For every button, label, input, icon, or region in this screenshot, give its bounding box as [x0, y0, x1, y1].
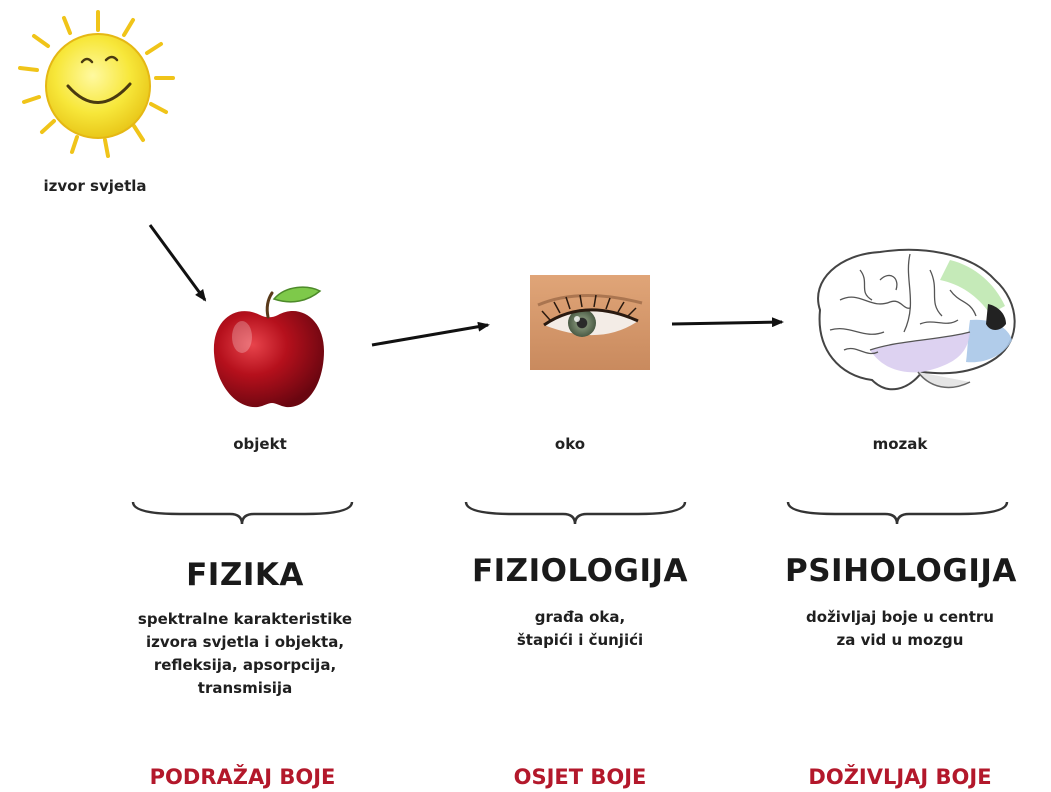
- eye-icon: [530, 275, 650, 370]
- stage-label-objekt: objekt: [233, 435, 287, 453]
- brain-icon: [800, 240, 1025, 405]
- brace-psihologija: [785, 498, 1010, 528]
- sun-icon: [10, 8, 185, 173]
- description-line: štapići i čunjići: [516, 631, 644, 649]
- description-line: spektralne karakteristike: [137, 610, 353, 628]
- heading-fiziologija: FIZIOLOGIJA: [471, 553, 689, 589]
- description-line: izvora svjetla i objekta,: [145, 633, 345, 651]
- result-dozivljaj-boje: DOŽIVLJAJ BOJE: [808, 765, 992, 789]
- brace-fiziologija: [463, 498, 688, 528]
- stage-label-oko: oko: [554, 435, 586, 453]
- result-podrazaj-boje: PODRAŽAJ BOJE: [149, 765, 336, 789]
- description-line: doživljaj boje u centru: [806, 608, 994, 626]
- stage-label-mozak: mozak: [872, 435, 928, 453]
- description-line: transmisija: [197, 679, 293, 697]
- description-fizika: spektralne karakteristike izvora svjetla…: [120, 608, 370, 700]
- source-label: izvor svjetla: [43, 177, 147, 195]
- arrow-eye-to-brain: [671, 317, 784, 328]
- result-osjet-boje: OSJET BOJE: [513, 765, 647, 789]
- heading-psihologija: PSIHOLOGIJA: [785, 553, 1017, 589]
- arrow-sun-to-apple: [148, 224, 207, 302]
- description-line: građa oka,: [534, 608, 626, 626]
- description-line: za vid u mozgu: [836, 631, 964, 649]
- description-fiziologija: građa oka, štapići i čunjići: [470, 606, 690, 652]
- arrow-apple-to-eye: [371, 321, 490, 347]
- heading-fizika: FIZIKA: [186, 557, 304, 593]
- description-line: refleksija, apsorpcija,: [153, 656, 337, 674]
- apple-icon: [208, 285, 333, 413]
- description-psihologija: doživljaj boje u centru za vid u mozgu: [785, 606, 1015, 652]
- brace-fizika: [130, 498, 355, 528]
